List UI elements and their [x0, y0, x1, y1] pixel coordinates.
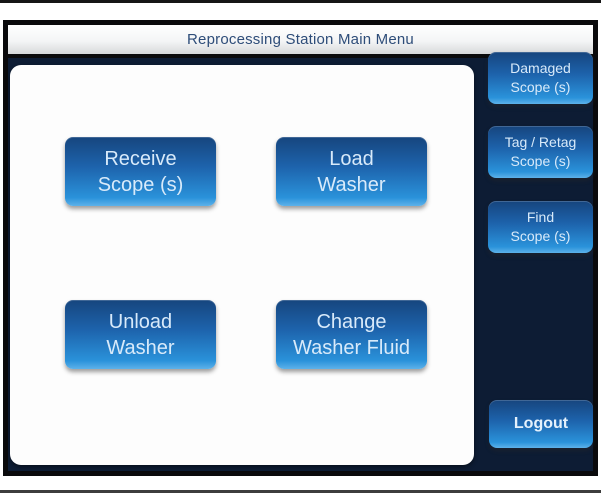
button-label-line: Unload: [108, 310, 173, 333]
button-label-line: Receive: [104, 147, 177, 170]
bottom-divider: [0, 490, 601, 493]
button-label-line: Washer: [317, 173, 386, 196]
button-label-line: Scope (s): [510, 153, 571, 169]
reprocessing-station-window: Reprocessing Station Main Menu Receive S…: [3, 20, 598, 476]
button-label-line: Tag / Retag: [504, 134, 577, 150]
button-label-line: Scope (s): [97, 173, 184, 196]
button-label-line: Logout: [513, 415, 569, 432]
top-divider: [0, 0, 601, 3]
title-bar: Reprocessing Station Main Menu: [8, 25, 593, 58]
main-content-panel: [10, 65, 474, 465]
button-label-line: Scope (s): [510, 228, 571, 244]
page-title: Reprocessing Station Main Menu: [187, 31, 414, 48]
button-label-line: Damaged: [510, 60, 571, 76]
unload-washer-button[interactable]: Unload Washer: [65, 300, 216, 369]
button-label-line: Scope (s): [510, 79, 571, 95]
button-label-line: Washer: [106, 336, 175, 359]
button-label-line: Change: [316, 310, 387, 333]
damaged-scopes-button[interactable]: Damaged Scope (s): [488, 52, 593, 104]
button-label-line: Find: [526, 209, 555, 225]
load-washer-button[interactable]: Load Washer: [276, 137, 427, 206]
find-scopes-button[interactable]: Find Scope (s): [488, 201, 593, 253]
receive-scopes-button[interactable]: Receive Scope (s): [65, 137, 216, 206]
logout-button[interactable]: Logout: [489, 400, 593, 448]
tag-retag-scopes-button[interactable]: Tag / Retag Scope (s): [488, 126, 593, 178]
button-label-line: Washer Fluid: [292, 336, 411, 359]
change-washer-fluid-button[interactable]: Change Washer Fluid: [276, 300, 427, 369]
button-label-line: Load: [329, 147, 374, 170]
